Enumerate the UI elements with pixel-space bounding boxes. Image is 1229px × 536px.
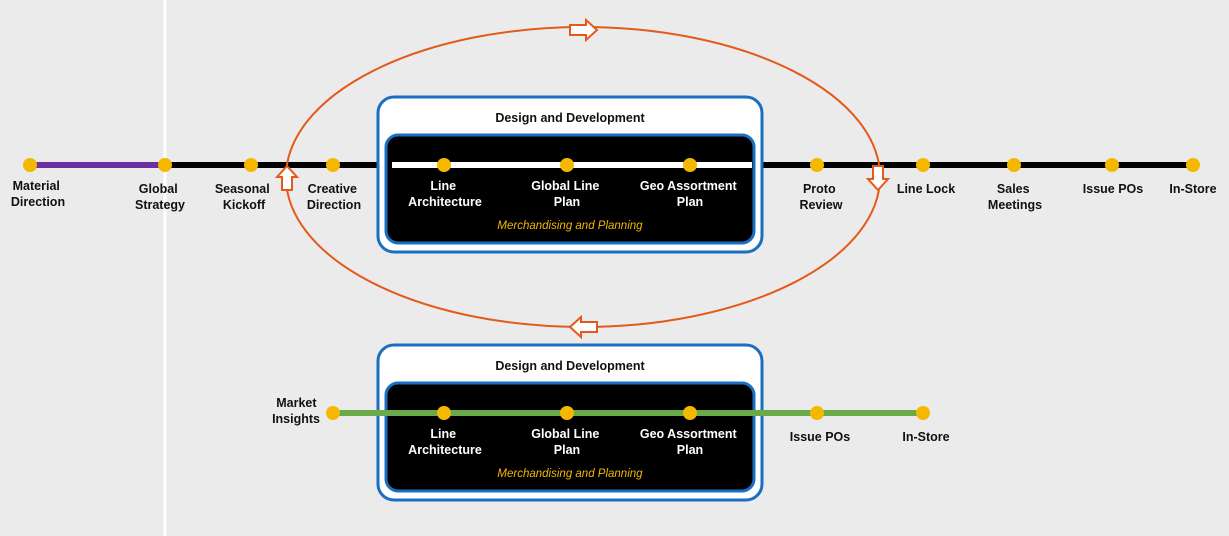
label-proto-review: Proto Review [799, 182, 842, 212]
node-creative-direction [326, 158, 340, 172]
arrow-right-icon [569, 17, 599, 43]
node-geo-assortment-plan [683, 158, 697, 172]
node-line-architecture-bottom [437, 406, 451, 420]
node-global-strategy [158, 158, 172, 172]
label-issue-pos-bottom: Issue POs [790, 430, 850, 444]
node-material-direction [23, 158, 37, 172]
panel-title-bottom: Design and Development [495, 359, 645, 373]
label-line-architecture-bottom: Line Architecture [408, 427, 482, 457]
panel-subtitle: Merchandising and Planning [497, 220, 643, 232]
label-global-line-plan-bottom: Global Line Plan [531, 427, 603, 457]
node-geo-assortment-plan-bottom [683, 406, 697, 420]
top-timeline: Design and Development Merchandising and… [11, 17, 1217, 340]
arrow-down-icon [865, 165, 891, 192]
label-global-strategy: Global Strategy [135, 182, 185, 212]
panel-title: Design and Development [495, 111, 645, 125]
label-market-insights: Market Insights [272, 396, 320, 426]
label-issue-pos: Issue POs [1083, 182, 1143, 196]
node-in-store-bottom [916, 406, 930, 420]
label-global-line-plan: Global Line Plan [531, 179, 603, 209]
label-in-store: In-Store [1169, 182, 1216, 196]
node-proto-review [810, 158, 824, 172]
label-creative-direction: Creative Direction [307, 182, 361, 212]
node-line-lock [916, 158, 930, 172]
bottom-timeline: Design and Development Merchandising and… [272, 343, 950, 502]
label-material-direction: Material Direction [11, 179, 65, 209]
node-sales-meetings [1007, 158, 1021, 172]
label-seasonal-kickoff: Seasonal Kickoff [215, 182, 273, 212]
node-issue-pos [1105, 158, 1119, 172]
node-issue-pos-bottom [810, 406, 824, 420]
node-global-line-plan-bottom [560, 406, 574, 420]
label-line-architecture: Line Architecture [408, 179, 482, 209]
label-geo-assortment-plan: Geo Assortment Plan [640, 179, 740, 209]
label-in-store-bottom: In-Store [902, 430, 949, 444]
label-sales-meetings: Sales Meetings [988, 182, 1042, 212]
label-geo-assortment-plan-bottom: Geo Assortment Plan [640, 427, 740, 457]
node-in-store [1186, 158, 1200, 172]
arrow-up-icon [274, 164, 300, 191]
panel-subtitle-bottom: Merchandising and Planning [497, 468, 643, 480]
node-market-insights [326, 406, 340, 420]
node-seasonal-kickoff [244, 158, 258, 172]
label-line-lock: Line Lock [897, 182, 955, 196]
node-line-architecture [437, 158, 451, 172]
node-global-line-plan [560, 158, 574, 172]
arrow-left-icon [568, 314, 598, 340]
